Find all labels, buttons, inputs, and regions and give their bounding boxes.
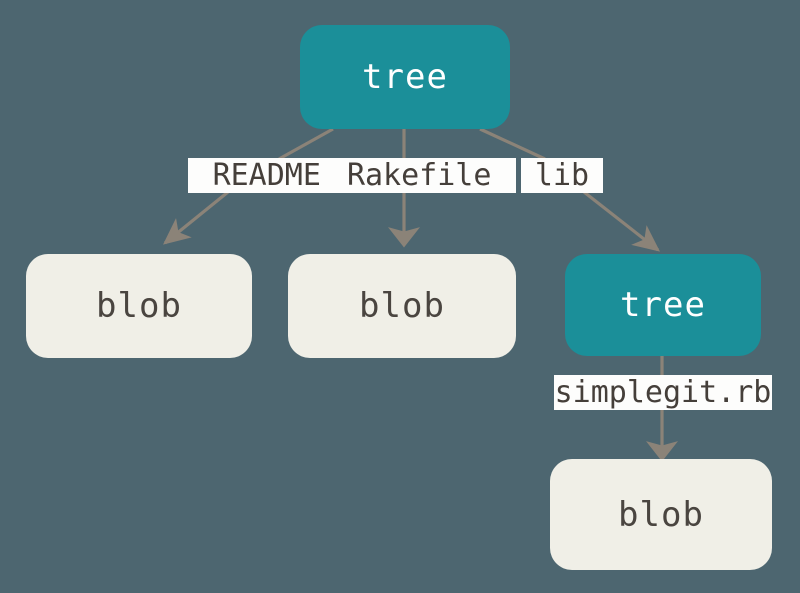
edge-label-readme[interactable]: README xyxy=(212,157,321,193)
node-blob-rakefile[interactable]: blob xyxy=(288,254,516,358)
edge-label-readme-rakefile-group: README Rakefile xyxy=(188,158,516,193)
node-root-tree-label: tree xyxy=(362,57,448,97)
edge-label-lib-text: lib xyxy=(534,157,590,193)
node-blob-readme-label: blob xyxy=(96,286,182,326)
edge-label-lib[interactable]: lib xyxy=(521,158,603,193)
node-blob-rakefile-label: blob xyxy=(359,286,445,326)
node-blob-readme[interactable]: blob xyxy=(26,254,252,358)
edge-label-simplegit-text: simplegit.rb xyxy=(554,374,772,410)
node-blob-simplegit-label: blob xyxy=(618,494,704,535)
node-lib-tree-label: tree xyxy=(620,285,706,325)
node-root-tree[interactable]: tree xyxy=(300,25,510,129)
node-lib-tree[interactable]: tree xyxy=(565,254,761,356)
edge-lib-to-tree xyxy=(583,190,661,252)
edge-readme-to-blob xyxy=(163,190,230,245)
edge-label-simplegit[interactable]: simplegit.rb xyxy=(554,375,772,410)
edge-root-to-readme-upper xyxy=(278,127,334,161)
edge-label-rakefile[interactable]: Rakefile xyxy=(346,157,492,193)
edge-root-to-lib-upper xyxy=(479,127,546,161)
node-blob-simplegit[interactable]: blob xyxy=(550,459,772,570)
